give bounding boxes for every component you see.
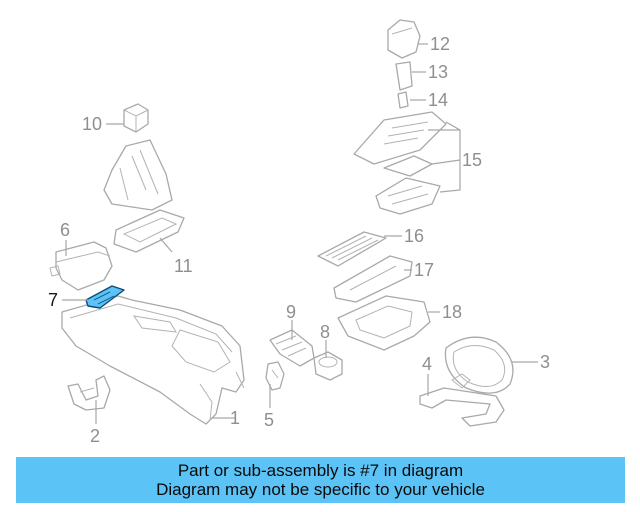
callout-4: 4	[422, 354, 432, 374]
callout-12: 12	[430, 34, 450, 54]
part-1-console	[61, 295, 245, 425]
part-11-trim-plate	[113, 209, 185, 253]
callout-16: 16	[404, 226, 424, 246]
callout-1: 1	[230, 408, 240, 428]
part-10-knob	[123, 103, 149, 133]
part-13-sleeve	[395, 61, 413, 91]
part-8-socket	[313, 351, 343, 381]
part-15-indicator	[353, 111, 447, 215]
part-17-bracket	[333, 255, 413, 303]
part-2-bracket	[67, 375, 111, 411]
part-3-boot-frame	[444, 336, 514, 394]
callout-11: 11	[174, 256, 193, 276]
callout-10: 10	[82, 114, 102, 134]
callout-17: 17	[414, 260, 434, 280]
callout-13: 13	[428, 62, 448, 82]
part-12-knob	[387, 19, 421, 59]
banner-line-1: Part or sub-assembly is #7 in diagram	[177, 461, 464, 480]
callout-7: 7	[48, 290, 58, 310]
part-6-cover	[49, 241, 113, 291]
shift-boot	[103, 139, 173, 211]
banner-line-2: Diagram may not be specific to your vehi…	[156, 480, 485, 499]
callout-labels: 1 2 3 4 5 6 7 8 9 10 11 12 13 14 15 16 1…	[48, 34, 550, 446]
callout-8: 8	[320, 322, 330, 342]
parts-diagram: 1 2 3 4 5 6 7 8 9 10 11 12 13 14 15 16 1…	[48, 19, 550, 446]
part-7-switch-panel	[85, 285, 125, 309]
callout-5: 5	[264, 410, 274, 430]
callout-6: 6	[60, 220, 70, 240]
part-5-clip	[265, 361, 285, 391]
callout-15: 15	[462, 150, 482, 170]
callout-18: 18	[442, 302, 462, 322]
callout-3: 3	[540, 352, 550, 372]
callout-2: 2	[90, 426, 100, 446]
leader-lines	[62, 43, 538, 424]
info-banner: Part or sub-assembly is #7 in diagram Di…	[16, 457, 625, 503]
part-16-grille	[317, 231, 387, 267]
callout-14: 14	[428, 90, 448, 110]
part-18-base-frame	[337, 295, 431, 351]
part-14-pin	[397, 91, 409, 109]
callout-9: 9	[286, 302, 296, 322]
part-4-bracket-arm	[419, 373, 505, 427]
